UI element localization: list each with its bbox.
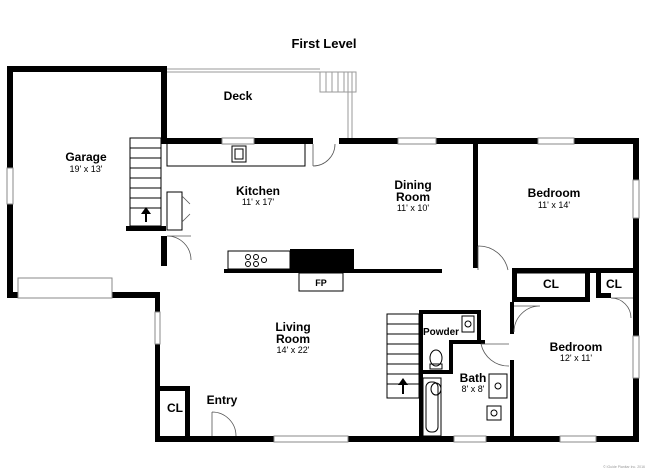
living-window-bottom bbox=[273, 435, 349, 443]
dining-name-line2: Room bbox=[396, 190, 430, 204]
bath-door-swing bbox=[480, 343, 510, 367]
deck-name: Deck bbox=[224, 89, 253, 103]
bedroom1-dims: 11' x 14' bbox=[538, 200, 571, 210]
garage-name: Garage bbox=[65, 150, 107, 164]
fp-label: FP bbox=[315, 278, 327, 288]
bath-name: Bath bbox=[460, 371, 487, 385]
kitchen-island bbox=[227, 250, 291, 270]
back-door-swing bbox=[312, 143, 336, 167]
bath-tub bbox=[422, 377, 442, 437]
powder-name: Powder bbox=[423, 327, 459, 338]
garage-door bbox=[17, 277, 113, 299]
living-window-side bbox=[154, 311, 161, 345]
bath-window bbox=[453, 435, 487, 443]
bedroom2-window-side bbox=[632, 335, 640, 379]
arrow-up-icon bbox=[141, 207, 151, 222]
bedroom2-dims: 12' x 11' bbox=[560, 353, 593, 363]
closet-bedroom2-label: CL bbox=[606, 277, 622, 291]
garage-door-swing bbox=[166, 235, 192, 261]
kitchen-living-partition bbox=[224, 269, 442, 273]
bath-dims: 8' x 8' bbox=[462, 384, 485, 394]
bedroom2-name: Bedroom bbox=[550, 340, 603, 354]
fireplace-hearth bbox=[298, 272, 344, 292]
deck-outline bbox=[167, 68, 353, 138]
bedroom1-closet bbox=[512, 268, 590, 302]
living-dims: 14' x 22' bbox=[277, 345, 310, 355]
bath-vanity bbox=[488, 373, 508, 399]
dining-dims: 11' x 10' bbox=[397, 203, 430, 213]
living-name-line1: Living bbox=[275, 320, 310, 334]
entry-name: Entry bbox=[207, 393, 238, 407]
entry-door-swing bbox=[211, 411, 237, 437]
kitchen-counter bbox=[166, 144, 306, 167]
bedroom2-closet bbox=[596, 268, 633, 319]
powder-toilet bbox=[429, 349, 443, 370]
garage-stairs bbox=[129, 137, 162, 227]
living-name-line2: Room bbox=[276, 332, 310, 346]
garage-dims: 19' x 13' bbox=[70, 164, 103, 174]
kitchen-dims: 11' x 17' bbox=[242, 197, 275, 207]
bedroom1-window-side bbox=[632, 179, 640, 219]
bath-sink-small bbox=[486, 405, 502, 421]
kitchen-window bbox=[221, 137, 255, 145]
bedroom1-walls bbox=[473, 138, 639, 273]
kitchen-name: Kitchen bbox=[236, 184, 280, 198]
garage-window bbox=[6, 167, 14, 205]
entry-closet bbox=[160, 386, 190, 436]
powder-sink bbox=[461, 315, 475, 333]
pantry-doors bbox=[166, 191, 191, 231]
powder-bath-walls bbox=[419, 302, 514, 438]
closet-entry-label: CL bbox=[167, 401, 183, 415]
bedroom2-window-bottom bbox=[559, 435, 597, 443]
garage-walls bbox=[7, 66, 167, 442]
floor-title: First Level bbox=[291, 36, 356, 51]
closet-bedroom1-label: CL bbox=[543, 277, 559, 291]
arrow-up-icon bbox=[398, 378, 408, 394]
fireplace bbox=[290, 249, 354, 271]
dining-window bbox=[397, 137, 437, 145]
bedroom2-door-swing bbox=[513, 305, 541, 333]
bedroom1-window-top bbox=[537, 137, 575, 145]
dining-name-line1: Dining bbox=[394, 178, 431, 192]
bedroom1-door-swing bbox=[477, 245, 509, 271]
copyright-text: © iGuide Planitar Inc. 2016 bbox=[603, 465, 645, 469]
deck-stairs bbox=[319, 71, 357, 93]
bedroom1-name: Bedroom bbox=[528, 186, 581, 200]
bath-toilet bbox=[430, 382, 442, 396]
